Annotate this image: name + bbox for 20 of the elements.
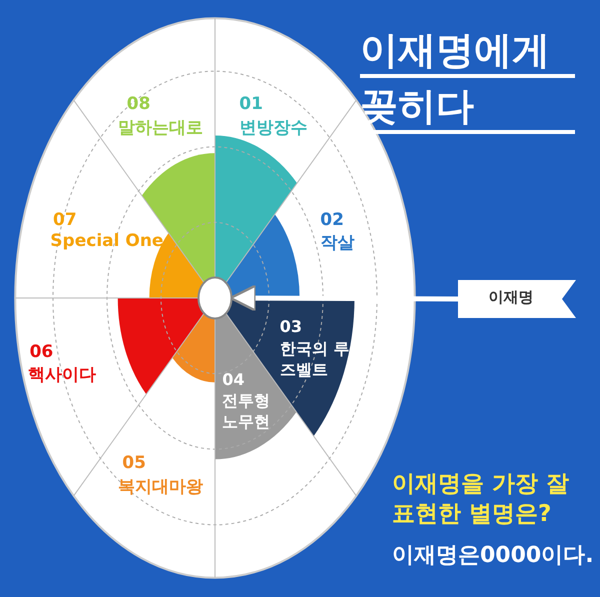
sector-label: 복지대마왕	[118, 476, 203, 498]
sector-label: 변방장수	[239, 116, 308, 139]
sector-number: 08	[126, 94, 150, 114]
sector-number: 01	[239, 94, 263, 114]
sector-number: 02	[320, 210, 344, 230]
arrow-flag: 이재명	[458, 280, 576, 318]
sector-label: 작살	[320, 232, 354, 254]
sector-label: 핵사이다	[28, 364, 96, 386]
sector-number: 06	[30, 342, 54, 362]
sector-label: 말하는대로	[118, 116, 203, 139]
sector-label: Special One	[50, 231, 164, 252]
bullseye	[197, 276, 233, 320]
sector-number: 05	[122, 453, 146, 474]
sector-label: 한국의 루즈벨트	[280, 338, 350, 380]
answer-text: 이재명은0000이다.	[392, 542, 594, 570]
sector-number: 04	[222, 370, 244, 389]
sector-label: 전투형 노무현	[222, 391, 272, 433]
sector-number: 07	[53, 210, 77, 230]
question-text: 이재명을 가장 잘 표현한 별명은?	[392, 470, 570, 529]
sector-number: 03	[280, 317, 302, 336]
